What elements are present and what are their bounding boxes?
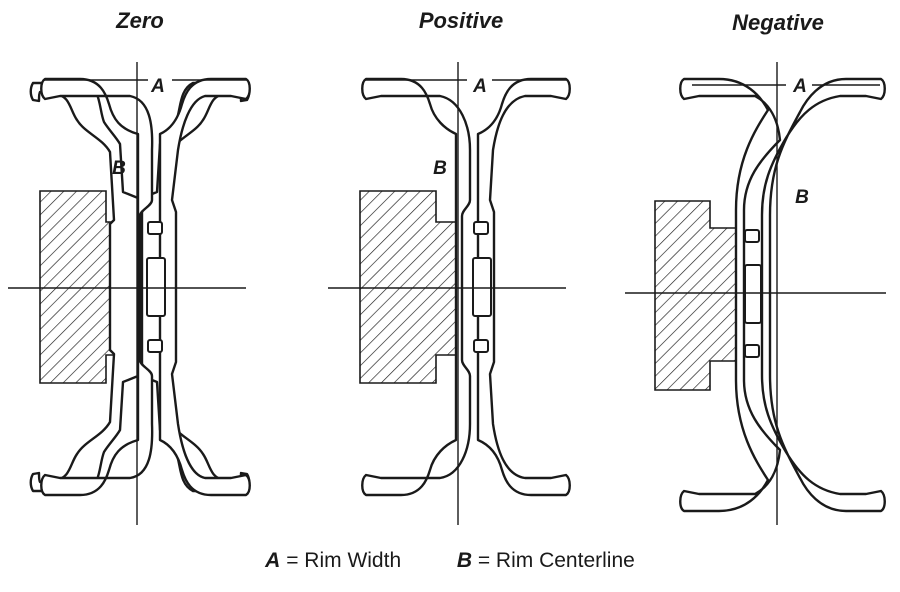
bolt-hole-top-negative: [744, 229, 760, 243]
bolt-hole-bottom-positive: [473, 339, 489, 353]
rim-barrel-positive: [361, 77, 472, 497]
panel-zero: Zero A B: [8, 8, 251, 525]
legend-a-key: A: [265, 549, 281, 572]
rim-outer-zero: [158, 77, 251, 497]
panel-negative: Negative A B: [625, 10, 886, 525]
panel-title-positive: Positive: [419, 8, 503, 33]
label-a-zero: A: [150, 76, 165, 97]
panel-positive: Positive A B: [328, 8, 571, 525]
label-a-negative: A: [792, 76, 807, 97]
rim-barrel-negative: [679, 77, 782, 513]
label-b-zero: B: [112, 158, 126, 179]
legend-a-text: = Rim Width: [286, 549, 402, 572]
label-a-positive: A: [472, 76, 487, 97]
rim-barrel-zero: [40, 77, 154, 497]
bolt-hole-center-zero: [146, 257, 166, 317]
hub-positive: [359, 190, 461, 384]
bolt-hole-top-positive: [473, 221, 489, 235]
hub-negative: [654, 200, 745, 391]
rim-outer-negative: [760, 77, 886, 513]
bolt-hole-center-negative: [744, 264, 762, 324]
legend-b-key: B: [456, 549, 472, 572]
bolt-hole-bottom-negative: [744, 344, 760, 358]
bolt-hole-top-zero: [147, 221, 163, 235]
legend-b-text: = Rim Centerline: [477, 549, 635, 572]
bolt-hole-bottom-zero: [147, 339, 163, 353]
legend: A = Rim Width B = Rim Centerline: [0, 549, 900, 573]
bolt-hole-center-positive: [472, 257, 492, 317]
label-b-negative: B: [795, 187, 809, 208]
panel-title-zero: Zero: [115, 8, 164, 33]
rim-outer-positive: [476, 77, 571, 497]
label-b-positive: B: [433, 158, 447, 179]
panel-title-negative: Negative: [732, 10, 824, 35]
